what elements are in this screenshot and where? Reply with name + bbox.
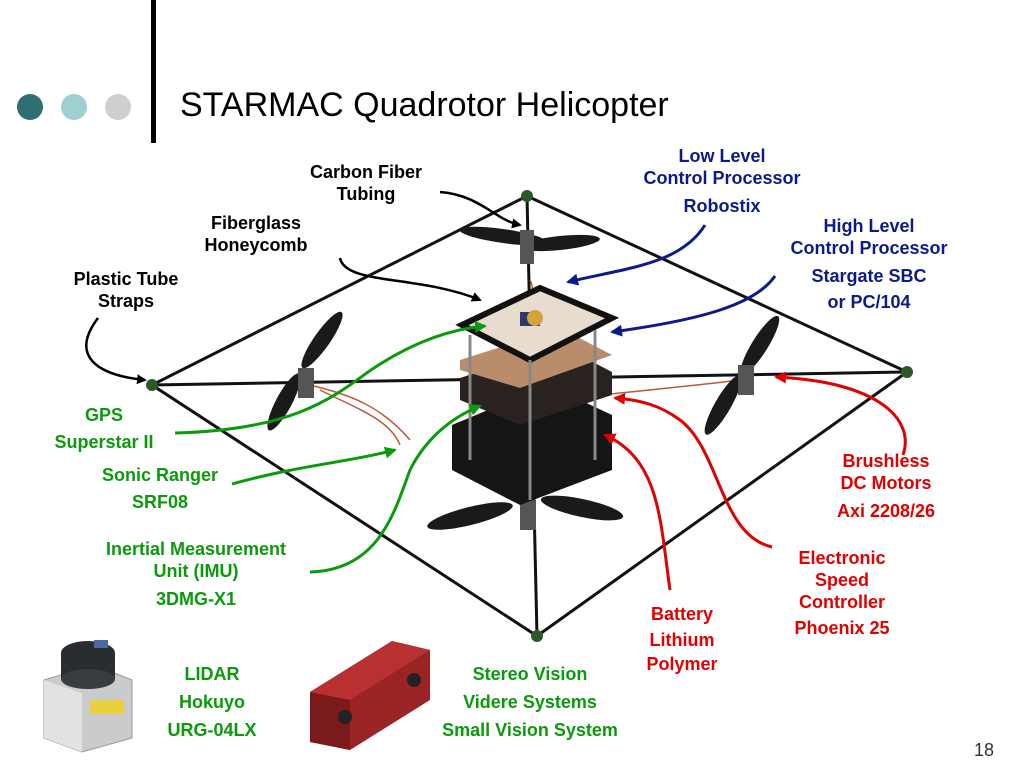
motor-hubs [298, 230, 754, 530]
label-battery: Battery Lithium Polymer [646, 604, 718, 674]
label-high-level-processor: High Level Control Processor Stargate SB… [790, 216, 948, 312]
electronics-stack [452, 284, 620, 505]
page-number: 18 [973, 740, 994, 760]
red-callouts [603, 371, 907, 591]
label-carbon-fiber: Carbon Fiber Tubing [309, 162, 422, 204]
arrow-carbon-fiber [439, 190, 522, 229]
label-low-level-processor: Low Level Control Processor Robostix [643, 146, 801, 216]
lidar-device [43, 640, 133, 753]
arrow-battery [603, 433, 672, 591]
label-lidar: LIDAR Hokuyo URG-04LX [167, 664, 257, 740]
label-imu: Inertial Measurement Unit (IMU) 3DMG-X1 [105, 539, 287, 609]
arrow-fiberglass [338, 257, 482, 302]
arrow-imu [309, 404, 482, 574]
arrow-high-level [610, 275, 777, 337]
header-dot-light [61, 94, 87, 120]
header-dot-dark [17, 94, 43, 120]
stereo-camera-device [310, 641, 430, 750]
green-callouts [174, 320, 487, 574]
label-sonic-ranger: Sonic Ranger SRF08 [101, 465, 219, 512]
frame-joints [146, 190, 913, 642]
label-gps: GPS Superstar II [54, 405, 154, 452]
arrow-motors [774, 371, 907, 456]
arrow-plastic-straps [85, 317, 147, 385]
label-plastic-straps: Plastic Tube Straps [73, 269, 179, 311]
label-fiberglass: Fiberglass Honeycomb [204, 213, 308, 255]
arrow-gps [174, 320, 487, 435]
header-dot-gray [105, 94, 131, 120]
label-brushless-motors: Brushless DC Motors Axi 2208/26 [836, 451, 936, 521]
label-speed-controller: Electronic Speed Controller Phoenix 25 [794, 548, 890, 638]
arrow-sonic [231, 446, 397, 486]
label-stereo-vision: Stereo Vision Videre Systems Small Visio… [442, 664, 618, 740]
propellers [267, 226, 780, 530]
blue-callouts [566, 224, 777, 337]
arrow-low-level [566, 224, 707, 286]
header-divider [151, 0, 156, 143]
page-title: STARMAC Quadrotor Helicopter [180, 86, 669, 124]
arrow-esc [613, 392, 773, 549]
black-callouts [85, 190, 522, 385]
